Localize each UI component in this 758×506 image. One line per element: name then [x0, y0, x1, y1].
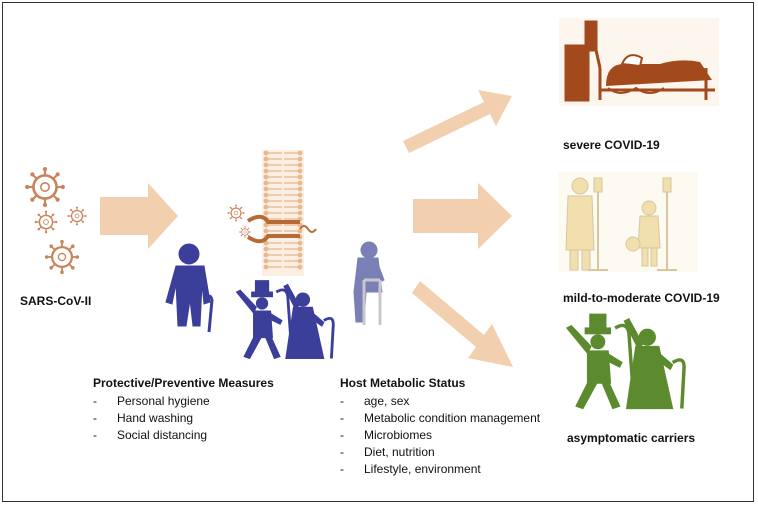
list-item-text: age, sex [364, 394, 410, 408]
cell-membrane-icon [262, 150, 304, 276]
protective-list: - Personal hygiene - Hand washing - Social di… [93, 393, 210, 444]
host-list: - age, sex - Metabolic condition management… [340, 393, 540, 478]
list-item-text: Hand washing [117, 411, 194, 425]
dancing-elders-icon [234, 279, 335, 360]
virus-label: SARS-CoV-II [20, 294, 92, 308]
list-item: - Social distancing [93, 427, 210, 444]
list-dash: - [340, 462, 344, 476]
list-item-text: Personal hygiene [117, 394, 210, 408]
list-dash: - [93, 411, 97, 425]
mild-label: mild-to-moderate COVID-19 [563, 291, 720, 305]
elderly-man-with-cane-icon [165, 243, 214, 333]
list-item: - Diet, nutrition [340, 444, 540, 461]
list-item-text: Diet, nutrition [364, 445, 435, 459]
list-item: - Hand washing [93, 410, 210, 427]
list-item-text: Metabolic condition management [364, 411, 541, 425]
arrow-to-mild [413, 183, 512, 249]
list-item: - Lifestyle, environment [340, 461, 540, 478]
iv-patients-icon [558, 172, 698, 272]
list-item: - age, sex [340, 393, 540, 410]
list-item-text: Lifestyle, environment [364, 462, 481, 476]
arrow-to-severe [403, 90, 512, 153]
list-dash: - [340, 411, 344, 425]
asymptomatic-label: asymptomatic carriers [567, 431, 696, 445]
virus-icon [23, 165, 88, 276]
elderly-with-walker-icon [353, 241, 385, 323]
hospital-bed-patient-icon [559, 18, 719, 106]
asymptomatic-dancing-elders-icon [565, 312, 686, 411]
list-dash: - [340, 394, 344, 408]
list-dash: - [93, 428, 97, 442]
list-item: - Personal hygiene [93, 393, 210, 410]
severe-label: severe COVID-19 [563, 138, 660, 152]
list-item-text: Social distancing [117, 428, 208, 442]
host-title: Host Metabolic Status [340, 376, 466, 390]
list-item: - Microbiomes [340, 427, 540, 444]
walker-frame [362, 278, 382, 325]
list-dash: - [340, 445, 344, 459]
receptor-icon [226, 203, 317, 244]
list-item: - Metabolic condition management [340, 410, 540, 427]
list-item-text: Microbiomes [364, 428, 433, 442]
list-dash: - [93, 394, 97, 408]
protective-title: Protective/Preventive Measures [93, 376, 274, 390]
list-dash: - [340, 428, 344, 442]
arrow-to-asymptomatic [412, 281, 513, 367]
arrow-virus-to-host [100, 183, 178, 249]
